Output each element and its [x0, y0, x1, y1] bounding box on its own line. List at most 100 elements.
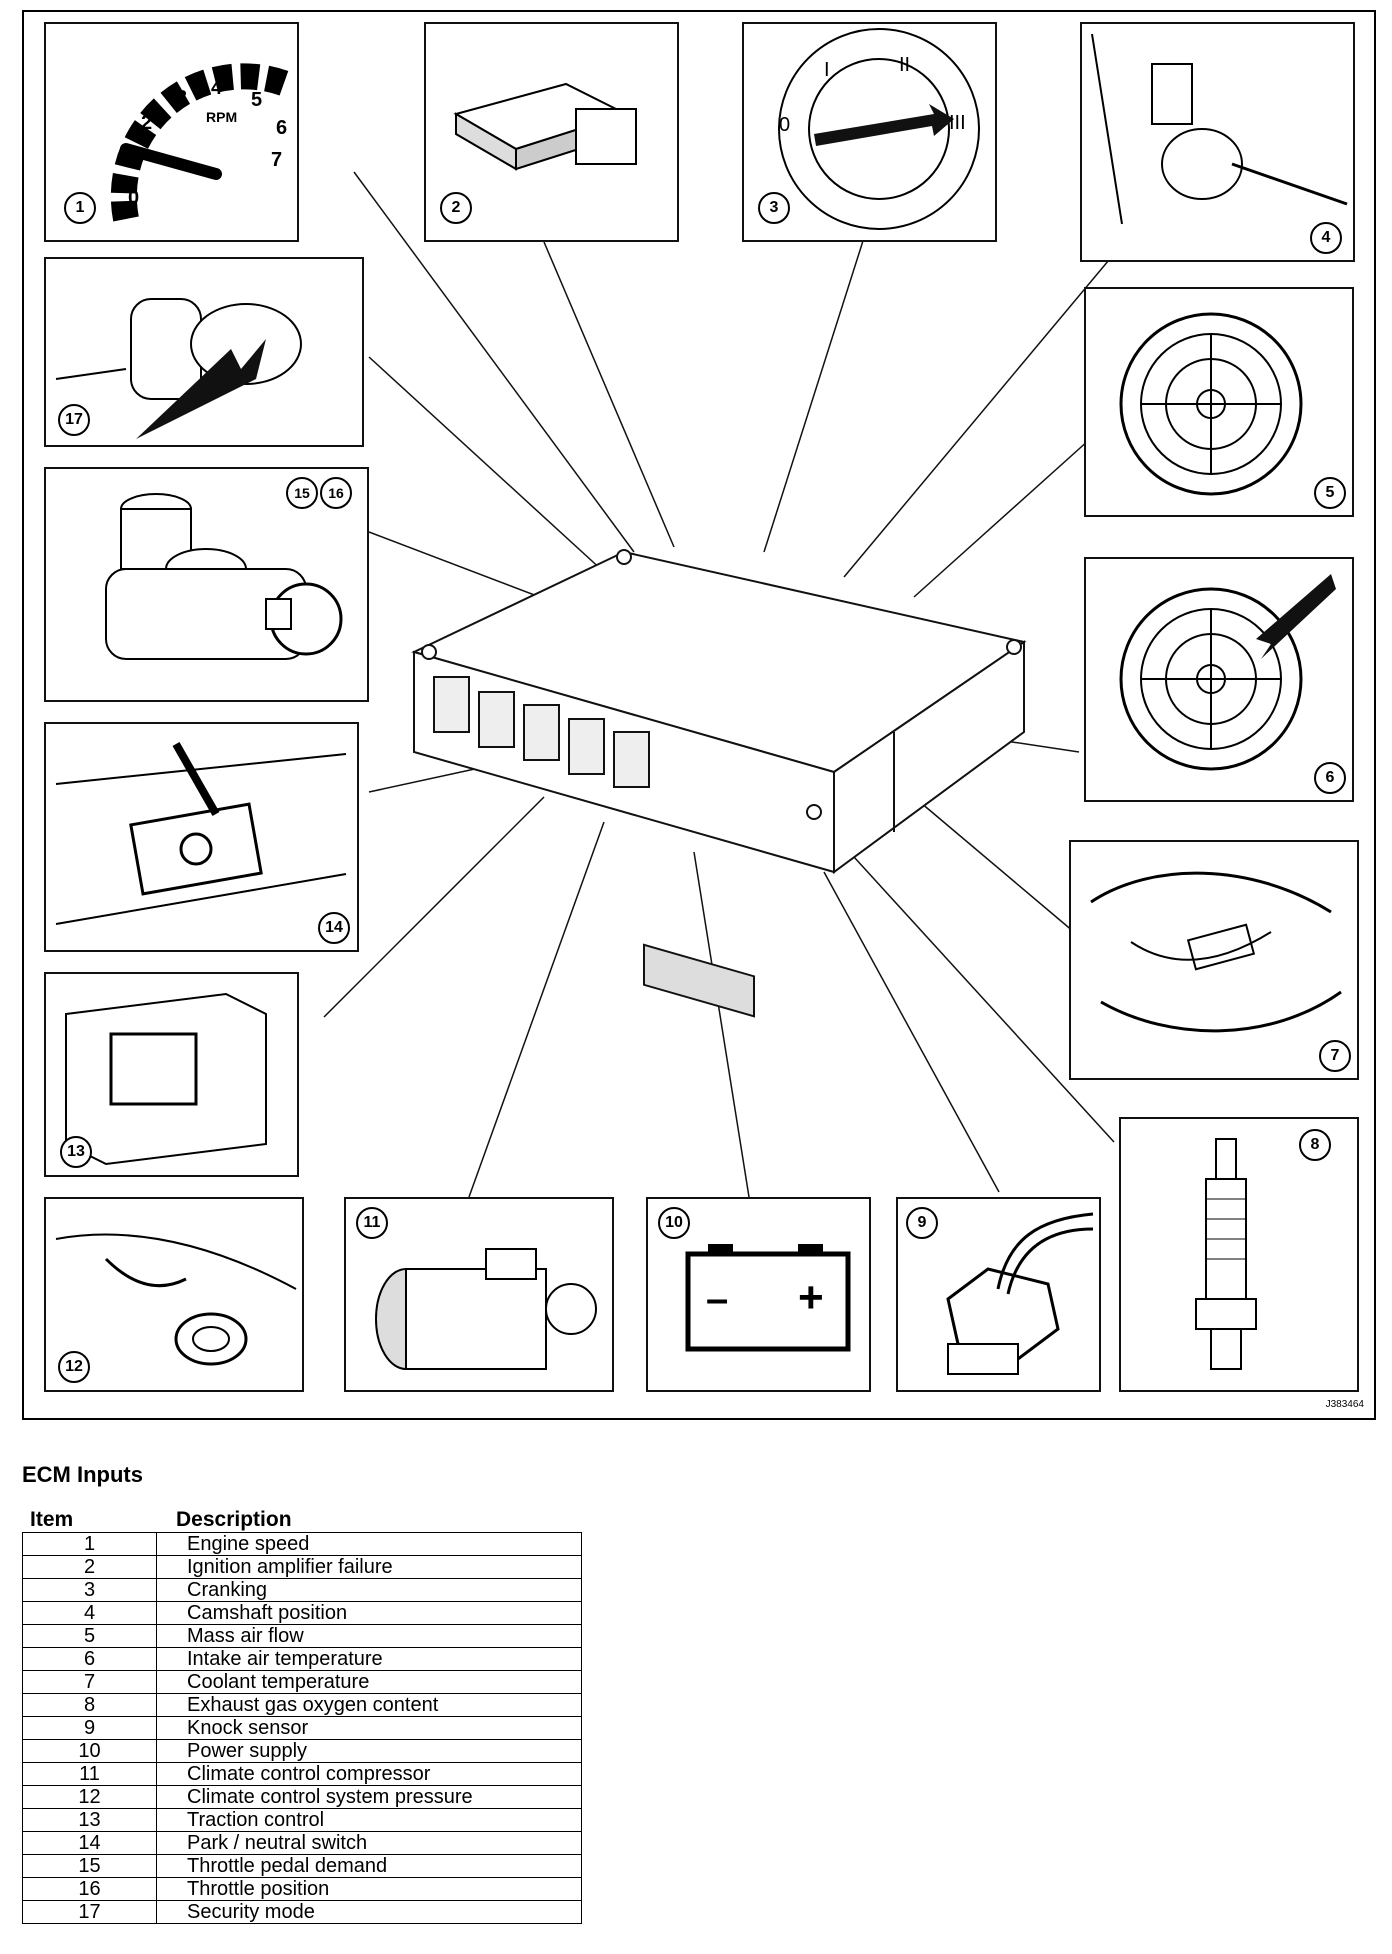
- knock-sensor-icon: [946, 1212, 1094, 1375]
- rpm-unit-label: RPM: [206, 109, 237, 125]
- callout-2: 2: [440, 192, 472, 224]
- callout-6: 6: [1314, 762, 1346, 794]
- panel-exhaust-gas-oxygen: 8: [1119, 1117, 1359, 1392]
- item-description: Ignition amplifier failure: [156, 1555, 582, 1579]
- switch-label-0: 0: [779, 114, 791, 136]
- throttle-body-icon: [105, 493, 343, 660]
- item-description: Climate control compressor: [156, 1762, 582, 1786]
- item-number: 14: [22, 1831, 157, 1855]
- panel-ignition-amplifier: 2: [424, 22, 679, 242]
- item-number: 6: [22, 1647, 157, 1671]
- item-description: Intake air temperature: [156, 1647, 582, 1671]
- callout-17: 17: [58, 404, 90, 436]
- switch-label-2: II: [899, 54, 911, 76]
- column-header-item: Item: [30, 1508, 74, 1531]
- panel-power-supply: – + 10: [646, 1197, 871, 1392]
- callout-4: 4: [1310, 222, 1342, 254]
- panel-climate-pressure: 12: [44, 1197, 304, 1392]
- ignition-switch-icon: [778, 28, 980, 230]
- compressor-icon: [375, 1248, 597, 1370]
- item-description: Exhaust gas oxygen content: [156, 1693, 582, 1717]
- panel-climate-compressor: 11: [344, 1197, 614, 1392]
- table-header: Item Description: [22, 1508, 582, 1532]
- security-key-icon: [55, 298, 302, 439]
- item-number: 5: [22, 1624, 157, 1648]
- panel-coolant-temperature: 7: [1069, 840, 1359, 1080]
- figure-reference: J383464: [1325, 1399, 1364, 1410]
- rpm-tick-0: 0: [128, 187, 139, 209]
- callout-1: 1: [64, 192, 96, 224]
- item-number: 15: [22, 1854, 157, 1878]
- battery-icon: [685, 1244, 851, 1352]
- line-14: [368, 766, 485, 793]
- item-number: 9: [22, 1716, 157, 1740]
- callout-12: 12: [58, 1351, 90, 1383]
- callout-8: 8: [1299, 1129, 1331, 1161]
- line-8: [853, 856, 1115, 1143]
- panel-traction-control: 13: [44, 972, 299, 1177]
- panel-cranking: 0 I II III 3: [742, 22, 997, 242]
- rpm-tick-6: 6: [276, 117, 287, 139]
- item-description: Cranking: [156, 1578, 582, 1602]
- line-1: [353, 171, 635, 553]
- callout-7: 7: [1319, 1040, 1351, 1072]
- battery-positive-label: +: [798, 1273, 824, 1322]
- item-number: 2: [22, 1555, 157, 1579]
- line-3: [763, 221, 870, 553]
- item-number: 12: [22, 1785, 157, 1809]
- camshaft-sensor-icon: [1091, 33, 1348, 225]
- panel-knock-sensor: 9: [896, 1197, 1101, 1392]
- oxygen-sensor-icon: [1195, 1138, 1257, 1370]
- callout-15: 15: [286, 477, 318, 509]
- callout-10: 10: [658, 1207, 690, 1239]
- line-5: [913, 421, 1110, 598]
- rpm-tick-3: 3: [176, 87, 187, 109]
- iat-sensor-icon: [1119, 574, 1336, 771]
- item-description: Camshaft position: [156, 1601, 582, 1625]
- item-description: Coolant temperature: [156, 1670, 582, 1694]
- line-13: [323, 796, 545, 1018]
- battery-negative-label: –: [706, 1277, 729, 1321]
- item-description: Traction control: [156, 1808, 582, 1832]
- line-4: [843, 241, 1125, 578]
- item-description: Throttle pedal demand: [156, 1854, 582, 1878]
- item-description: Throttle position: [156, 1877, 582, 1901]
- item-description: Climate control system pressure: [156, 1785, 582, 1809]
- item-number: 1: [22, 1532, 157, 1556]
- panel-park-neutral-switch: 14: [44, 722, 359, 952]
- line-7: [913, 796, 1075, 933]
- item-number: 7: [22, 1670, 157, 1694]
- rpm-tick-2: 2: [141, 112, 152, 134]
- item-number: 11: [22, 1762, 157, 1786]
- ignition-module-icon: [453, 82, 637, 171]
- panel-camshaft-position: 4: [1080, 22, 1355, 262]
- panel-mass-air-flow: 5: [1084, 287, 1354, 517]
- item-number: 8: [22, 1693, 157, 1717]
- ecm-module: [411, 549, 1027, 1018]
- abs-module-icon: [65, 992, 267, 1166]
- ecm-input-diagram: 0 1 2 3 4 5 6 7 RPM 1 2 0 I II III: [22, 10, 1376, 1420]
- panel-throttle: 15 16: [44, 467, 369, 702]
- item-number: 4: [22, 1601, 157, 1625]
- item-description: Power supply: [156, 1739, 582, 1763]
- panel-engine-speed: 0 1 2 3 4 5 6 7 RPM 1: [44, 22, 299, 242]
- line-17: [368, 356, 605, 573]
- item-description: Knock sensor: [156, 1716, 582, 1740]
- switch-label-3: III: [949, 112, 966, 134]
- rpm-tick-1: 1: [126, 147, 137, 169]
- item-description: Mass air flow: [156, 1624, 582, 1648]
